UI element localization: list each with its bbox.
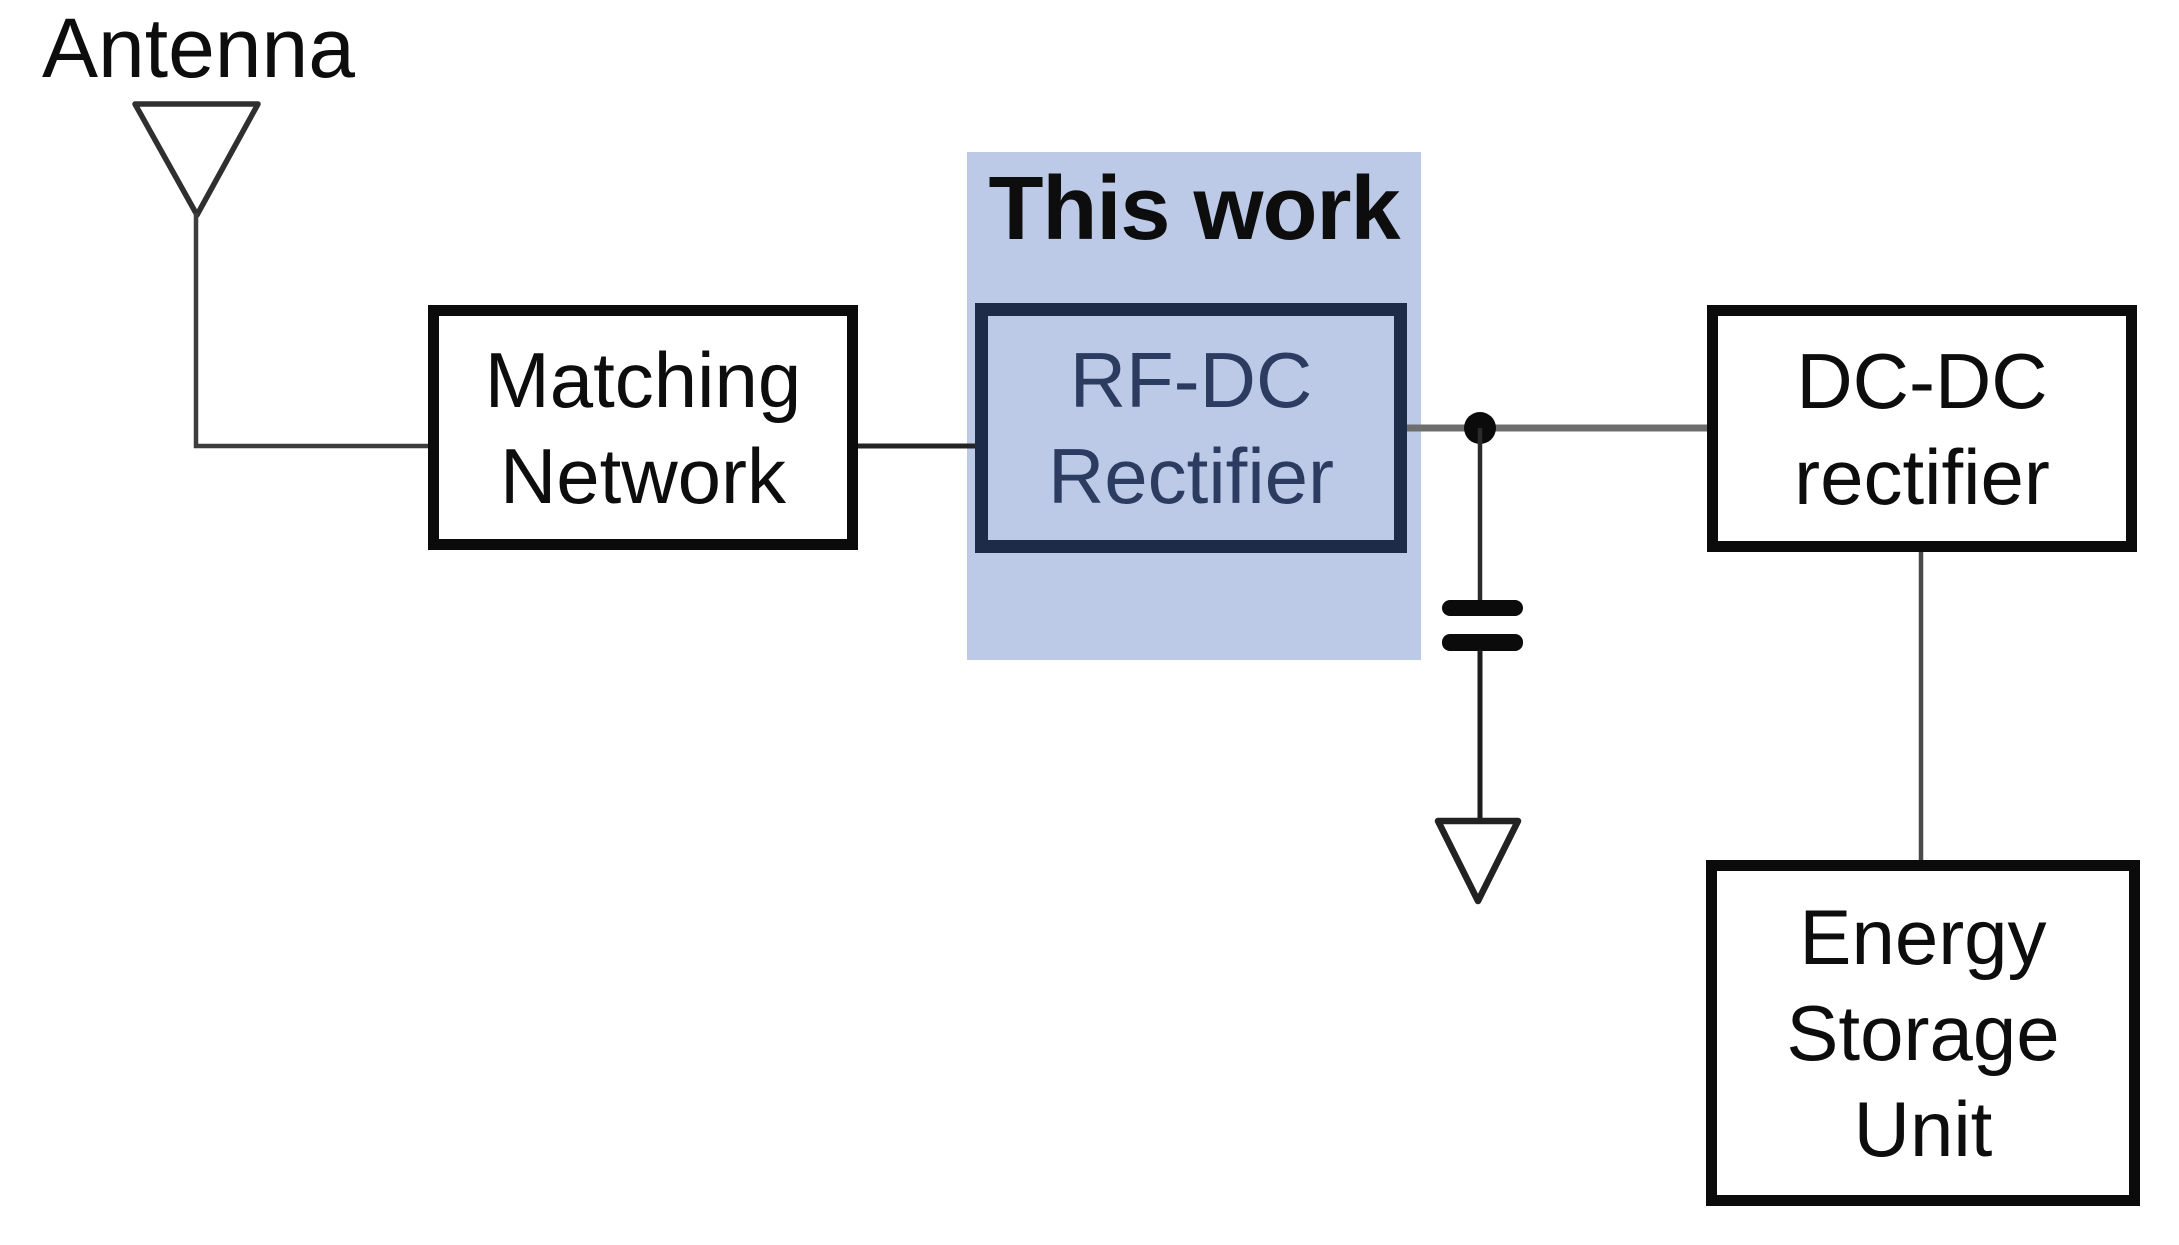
ground-icon	[1434, 817, 1522, 905]
antenna-wire	[193, 213, 428, 449]
matching-network-label: Matching Network	[484, 335, 802, 520]
matching-network-block: Matching Network	[428, 305, 858, 550]
energy-storage-unit-label: Energy Storage Unit	[1786, 893, 2060, 1173]
dc-dc-rectifier-block: DC-DC rectifier	[1707, 305, 2137, 552]
rf-dc-rectifier-block: RF-DC Rectifier	[975, 303, 1407, 553]
energy-storage-unit-block: Energy Storage Unit	[1706, 860, 2140, 1206]
this-work-label: This work	[988, 159, 1400, 259]
dc-dc-rectifier-label: DC-DC rectifier	[1794, 336, 2050, 521]
antenna-label: Antenna	[42, 1, 355, 95]
capacitor-icon	[1442, 600, 1523, 651]
rf-dc-rectifier-label: RF-DC Rectifier	[1047, 336, 1335, 520]
antenna-icon	[132, 101, 261, 218]
